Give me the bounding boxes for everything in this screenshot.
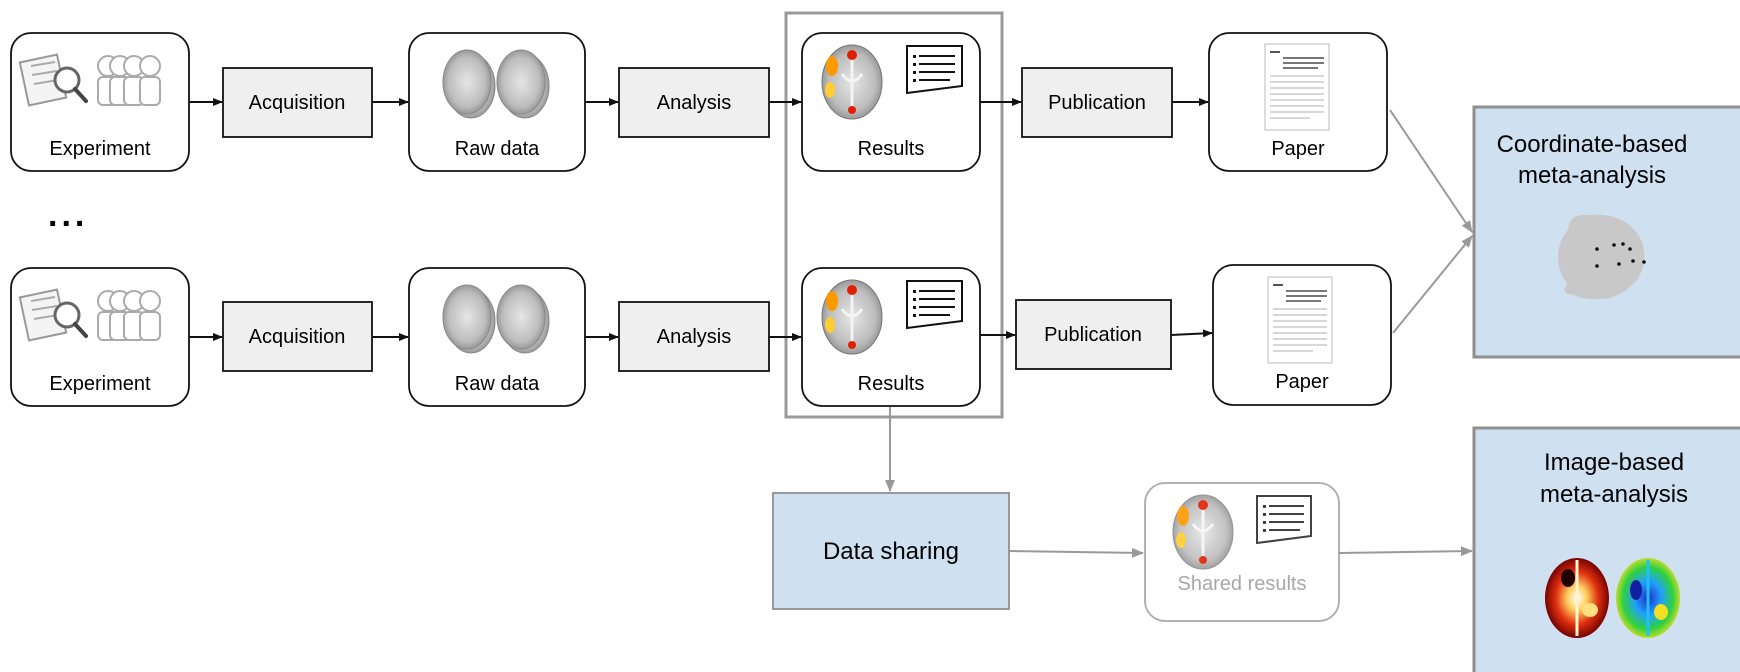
analysis-box[interactable]: [618, 301, 770, 372]
analysis-label: Analysis: [657, 326, 731, 348]
shared-results-label: Shared results: [1178, 573, 1307, 595]
experiment-label: Experiment: [49, 373, 151, 395]
publication-label: Publication: [1044, 324, 1142, 346]
results-table-icon: [906, 45, 963, 95]
arrow-paper2-cbma: [1392, 235, 1473, 334]
arrow-publication-paper: [1170, 329, 1213, 338]
paper-label: Paper: [1271, 138, 1325, 160]
rawdata-label: Raw data: [455, 138, 540, 160]
activation-map-icon: [821, 279, 883, 355]
analysis-box[interactable]: [618, 67, 770, 138]
paper-page-icon: [1267, 276, 1333, 364]
results-table-icon: [906, 280, 963, 330]
paper-label: Paper: [1275, 371, 1329, 393]
results-group-frame: [784, 11, 1004, 419]
ibma-title-line2: meta-analysis: [1540, 481, 1688, 508]
shared-activation-map-icon: [1172, 494, 1234, 570]
arrow-sharedresults-ibma: [1338, 546, 1473, 557]
ibma-box[interactable]: [1472, 426, 1740, 672]
acquisition-box[interactable]: [222, 67, 373, 138]
statistic-map-jet-icon: [1616, 558, 1680, 638]
acquisition-label: Acquisition: [249, 92, 346, 114]
paper-page-icon: [1264, 43, 1330, 131]
results-label: Results: [858, 373, 925, 395]
rawdata-label: Raw data: [455, 373, 540, 395]
brain-scan-stack-icon: [442, 49, 550, 119]
analysis-label: Analysis: [657, 92, 731, 114]
data-sharing-label: Data sharing: [823, 538, 959, 565]
statistic-map-hot-icon: [1545, 558, 1609, 638]
protocol-magnifier-icon: [18, 288, 88, 342]
shared-results-table-icon: [1256, 495, 1312, 545]
experiment-label: Experiment: [49, 138, 151, 160]
row-2: Experiment Acquisition Raw data Analysis: [10, 264, 1392, 407]
subjects-icon: [97, 55, 161, 106]
arrow-datasharing-sharedresults: [1008, 547, 1144, 558]
ibma-title-line1: Image-based: [1544, 449, 1684, 476]
ellipsis: ...: [48, 196, 88, 234]
publication-label: Publication: [1048, 92, 1146, 114]
coordinate-brain-icon: [1558, 214, 1646, 299]
subjects-icon: [97, 290, 161, 341]
protocol-magnifier-icon: [18, 53, 88, 107]
row-1: Experiment Acquisition Raw data Analysis: [10, 32, 1388, 172]
cbma-title-line2: meta-analysis: [1518, 162, 1666, 189]
activation-map-icon: [821, 44, 883, 120]
data-sharing-box[interactable]: [772, 492, 1010, 610]
arrow-paper1-cbma: [1389, 109, 1473, 233]
results-label: Results: [858, 138, 925, 160]
acquisition-label: Acquisition: [249, 326, 346, 348]
cbma-title-line1: Coordinate-based: [1497, 131, 1688, 158]
brain-scan-stack-icon: [442, 284, 550, 354]
